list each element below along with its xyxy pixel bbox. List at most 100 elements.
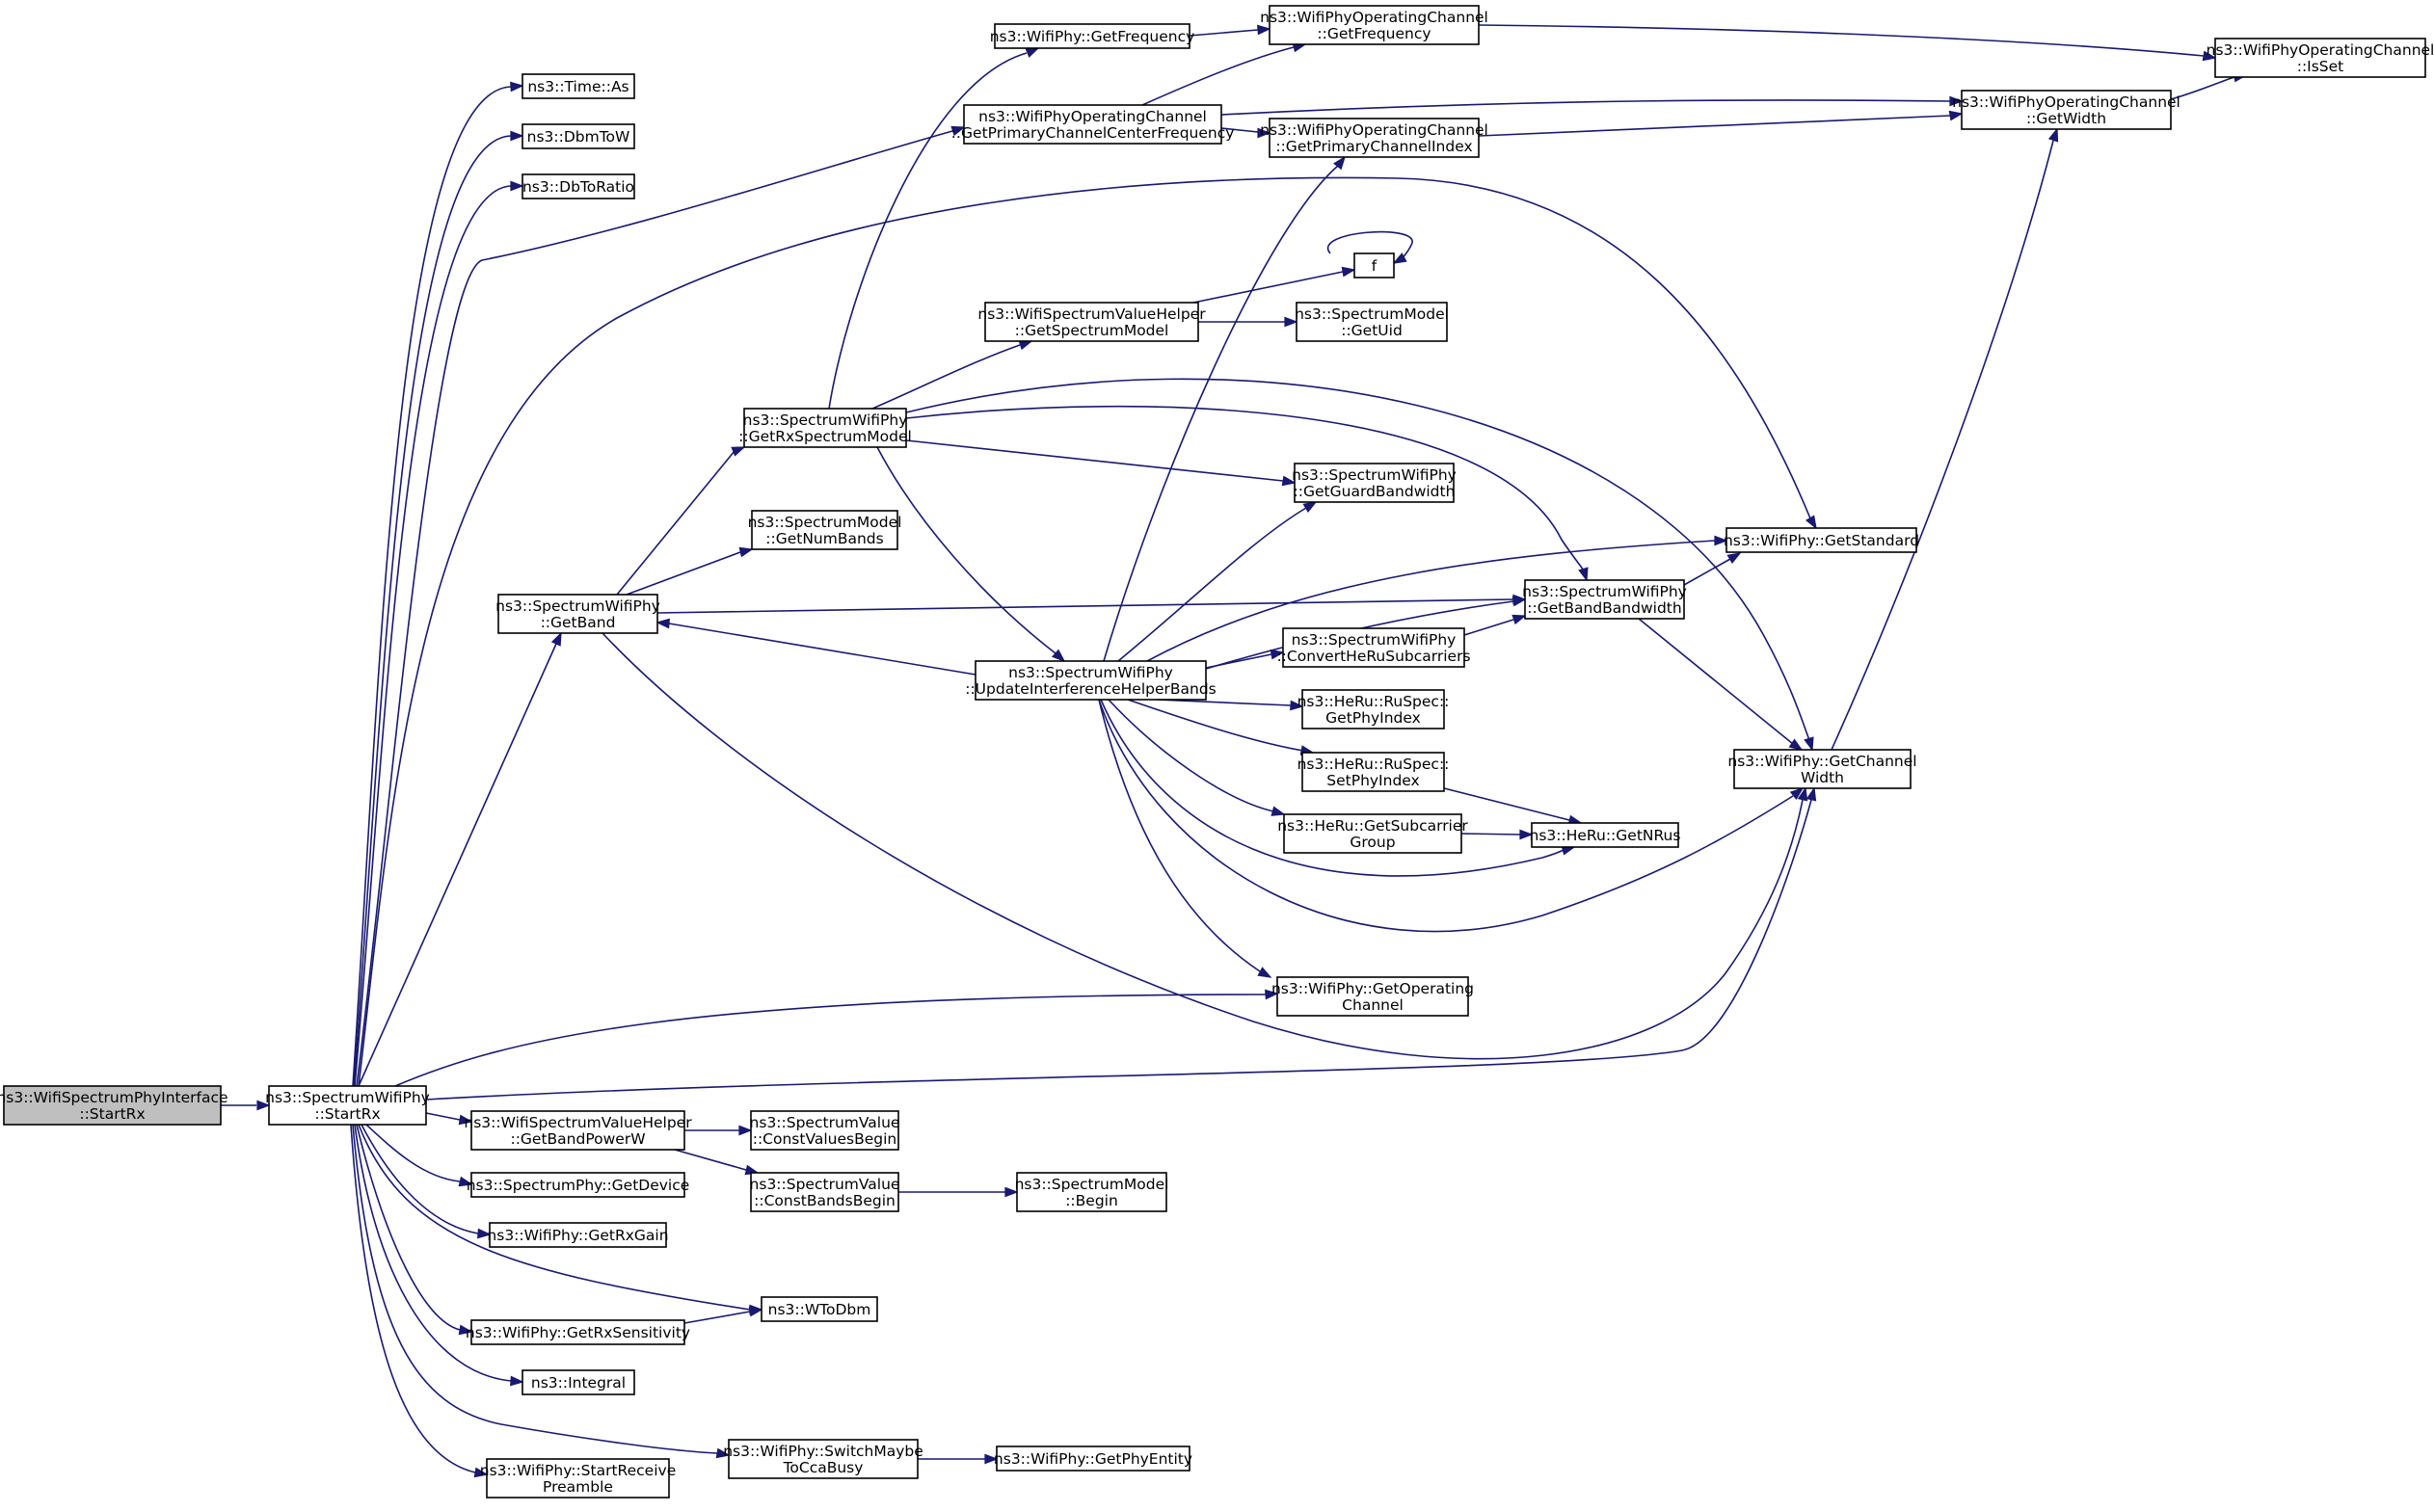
edge-f-f-arrowhead [1392,252,1407,264]
node-getnumbands[interactable]: ns3::SpectrumModel::GetNumBands [748,510,902,550]
node-constvals[interactable]: ns3::SpectrumValue::ConstValuesBegin [750,1110,900,1151]
edge-updateinterf-getphyidx-arrowhead [1290,700,1304,711]
node-root: ns3::WifiSpectrumPhyInterface::StartRx [0,1085,228,1126]
node-setphyidx[interactable]: ns3::HeRu::RuSpec::SetPhyIndex [1297,752,1450,792]
edge-converthe-getbandbw-arrowhead [1511,614,1527,625]
node-getbandbw-label-0: ns3::SpectrumWifiPhy [1522,583,1687,600]
node-updateinterf[interactable]: ns3::SpectrumWifiPhy::UpdateInterference… [965,660,1217,701]
node-getspecmodel[interactable]: ns3::WifiSpectrumValueHelper::GetSpectru… [977,302,1206,342]
node-opch-getfreq[interactable]: ns3::WifiPhyOperatingChannel::GetFrequen… [1260,5,1488,45]
call-edges [221,24,2248,1478]
node-subgroup-box [1283,813,1462,854]
node-getbandbw[interactable]: ns3::SpectrumWifiPhy::GetBandBandwidth [1522,579,1687,620]
edge-bandpower-constbands-line [674,1149,747,1171]
node-switchcca-box [728,1439,919,1479]
edge-updateinterf-getstd-arrowhead [1714,535,1728,546]
node-time-as-box [522,73,635,99]
edge-startrx-switchcca-arrowhead [715,1447,731,1459]
edge-startrx-time-as-line [352,86,512,1087]
node-chwidth-label-0: ns3::WifiPhy::GetChannel [1727,753,1916,770]
node-getphyidx-label-1: GetPhyIndex [1325,709,1421,727]
edge-updateinterf-opch-primidx-arrowhead [1333,155,1347,171]
node-getrxgain[interactable]: ns3::WifiPhy::GetRxGain [487,1222,669,1248]
node-updateinterf-box [975,660,1207,701]
node-getnrus[interactable]: ns3::HeRu::GetNRus [1530,822,1681,848]
node-getnumbands-label-0: ns3::SpectrumModel [748,514,902,531]
edge-updateinterf-opch-primidx [1103,155,1347,662]
node-setphyidx-label-1: SetPhyIndex [1326,772,1419,789]
edge-subgroup-getnrus [1460,829,1534,840]
node-getphyentity[interactable]: ns3::WifiPhy::GetPhyEntity [994,1446,1192,1472]
node-opch-width[interactable]: ns3::WifiPhyOperatingChannel::GetWidth [1952,90,2180,130]
node-getdevice-box [470,1172,685,1198]
node-f[interactable]: f [1353,252,1395,279]
node-getdevice[interactable]: ns3::SpectrumPhy::GetDevice [467,1172,690,1198]
edge-getrxspec-guardbw-arrowhead [1281,475,1297,487]
edge-getbandbw-getstd [1683,552,1742,586]
node-getfreq-label-0: ns3::WifiPhy::GetFrequency [990,28,1195,45]
edge-startrx-dbtoratio-arrowhead [510,180,524,192]
node-dbtoratio[interactable]: ns3::DbToRatio [522,173,635,199]
node-getrxspec[interactable]: ns3::SpectrumWifiPhy::GetRxSpectrumModel [738,408,912,448]
node-dbmtow-label-0: ns3::DbmToW [527,128,630,146]
node-guardbw[interactable]: ns3::SpectrumWifiPhy::GetGuardBandwidth [1292,463,1457,503]
node-getphyidx-box [1301,689,1445,729]
node-startrx[interactable]: ns3::SpectrumWifiPhy::StartRx [265,1085,430,1126]
node-getuid[interactable]: ns3::SpectrumModel::GetUid [1295,302,1449,342]
node-getfreq[interactable]: ns3::WifiPhy::GetFrequency [990,23,1195,49]
edge-getprimfreq-opch-width [1220,95,1964,116]
edge-getband-getbandbw-line [656,598,1514,614]
node-startpre-box [486,1458,670,1499]
edge-getrxspec-getfreq-line [828,52,1028,410]
edge-startrx-integral [354,1124,524,1387]
edge-getprimfreq-opch-primidx-line [1220,127,1259,133]
node-specbegin[interactable]: ns3::SpectrumModel::Begin [1015,1172,1169,1212]
edge-startrx-getprimfreq-line [356,130,953,1087]
node-opch-primidx[interactable]: ns3::WifiPhyOperatingChannel::GetPrimary… [1260,118,1488,158]
edge-startrx-getband-line [358,643,557,1087]
node-opch-width-label-1: ::GetWidth [2026,110,2106,127]
node-time-as[interactable]: ns3::Time::As [522,73,635,99]
node-specbegin-label-1: ::Begin [1065,1192,1118,1209]
node-getband[interactable]: ns3::SpectrumWifiPhy::GetBand [495,594,660,634]
node-getrxspec-label-0: ns3::SpectrumWifiPhy [743,411,908,429]
node-getphyidx[interactable]: ns3::HeRu::RuSpec::GetPhyIndex [1297,689,1450,729]
edge-updateinterf-guardbw-arrowhead [1302,501,1318,514]
edge-getrxspec-getfreq-arrowhead [1025,47,1040,58]
node-bandpower-box [470,1110,685,1151]
node-converthe[interactable]: ns3::SpectrumWifiPhy::ConvertHeRuSubcarr… [1276,627,1471,668]
node-bandpower[interactable]: ns3::WifiSpectrumValueHelper::GetBandPow… [464,1110,692,1151]
node-getstd[interactable]: ns3::WifiPhy::GetStandard [1724,527,1919,553]
node-opch-getfreq-label-1: ::GetFrequency [1317,25,1431,42]
edge-getrxspec-getbandbw-arrowhead [1578,567,1589,582]
node-getphyentity-label-0: ns3::WifiPhy::GetPhyEntity [994,1450,1192,1468]
edge-chwidth-opch-width-line [1831,140,2054,751]
edge-startrx-getstd [358,176,1817,1087]
node-integral[interactable]: ns3::Integral [522,1369,635,1395]
node-dbmtow[interactable]: ns3::DbmToW [522,123,635,149]
edge-getspecmodel-getuid-arrowhead [1284,316,1298,328]
edge-updateinterf-getopch-arrowhead [1257,967,1272,978]
node-setphyidx-box [1301,752,1445,792]
node-wtodbm[interactable]: ns3::WToDbm [761,1296,878,1322]
node-isset[interactable]: ns3::WifiPhyOperatingChannel::IsSet [2207,38,2434,78]
edge-updateinterf-chwidth-arrowhead [1789,786,1805,801]
edge-f-f [1326,230,1413,264]
edge-startrx-getstd-line [358,176,1811,1087]
edge-getprimfreq-opch-width-arrowhead [1949,95,1964,107]
node-getnumbands-label-1: ::GetNumBands [765,530,883,547]
edge-getbandbw-chwidth-line [1638,618,1794,745]
edge-chwidth-opch-width [1831,127,2059,751]
node-getrxsens[interactable]: ns3::WifiPhy::GetRxSensitivity [466,1319,690,1345]
edge-startrx-bandpower-arrowhead [458,1114,473,1126]
node-getprimfreq[interactable]: ns3::WifiPhyOperatingChannel::GetPrimary… [951,104,1235,145]
node-constbands[interactable]: ns3::SpectrumValue::ConstBandsBegin [750,1172,900,1212]
node-time-as-label-0: ns3::Time::As [527,78,629,95]
edge-startrx-startpre [350,1124,489,1478]
node-specbegin-box [1016,1172,1167,1212]
